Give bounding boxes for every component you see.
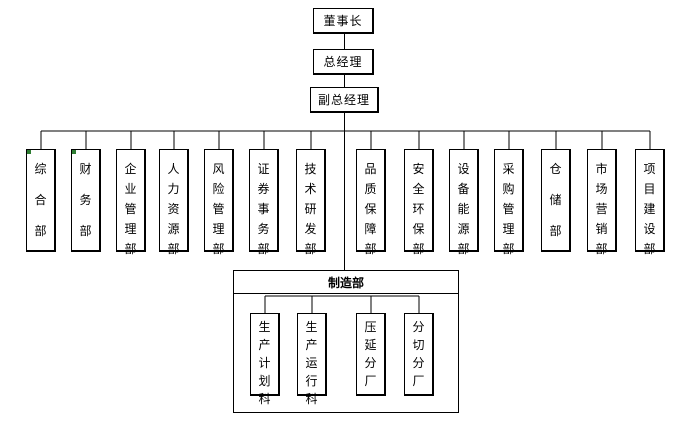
- manufacturing-unit-box: 分切分厂: [404, 313, 434, 396]
- department-box: 品质保障部: [356, 149, 386, 256]
- chairman-label: 董事长: [323, 14, 363, 28]
- department-box: 设备能源部: [449, 149, 479, 256]
- department-box: 企业管理部: [116, 149, 146, 256]
- department-box: 证券事务部: [249, 149, 279, 256]
- deputy-general-manager-box: 副总经理: [310, 87, 379, 113]
- deputy-general-manager-label: 副总经理: [317, 93, 370, 107]
- department-box: 安全环保部: [404, 149, 434, 256]
- general-manager-box: 总经理: [313, 49, 374, 75]
- corner-marker: [72, 150, 76, 154]
- department-box: 风险管理部: [204, 149, 234, 256]
- manufacturing-unit-box: 生产运行科: [297, 313, 327, 406]
- department-box: 人力资源部: [159, 149, 189, 256]
- manufacturing-unit-box: 生产计划科: [250, 313, 280, 406]
- department-box: 技术研发部: [296, 149, 326, 256]
- manufacturing-unit-box: 压延分厂: [356, 313, 386, 396]
- department-box: 项目建设部: [635, 149, 665, 256]
- department-box: 综合部: [26, 149, 56, 252]
- manufacturing-group: 制造部: [233, 270, 459, 413]
- department-box: 仓储部: [541, 149, 571, 252]
- general-manager-label: 总经理: [323, 55, 363, 69]
- chairman-box: 董事长: [313, 8, 374, 34]
- department-box: 市场营销部: [587, 149, 617, 256]
- manufacturing-title: 制造部: [234, 271, 458, 294]
- department-box: 采购管理部: [494, 149, 524, 256]
- department-box: 财务部: [71, 149, 101, 252]
- corner-marker: [27, 150, 31, 154]
